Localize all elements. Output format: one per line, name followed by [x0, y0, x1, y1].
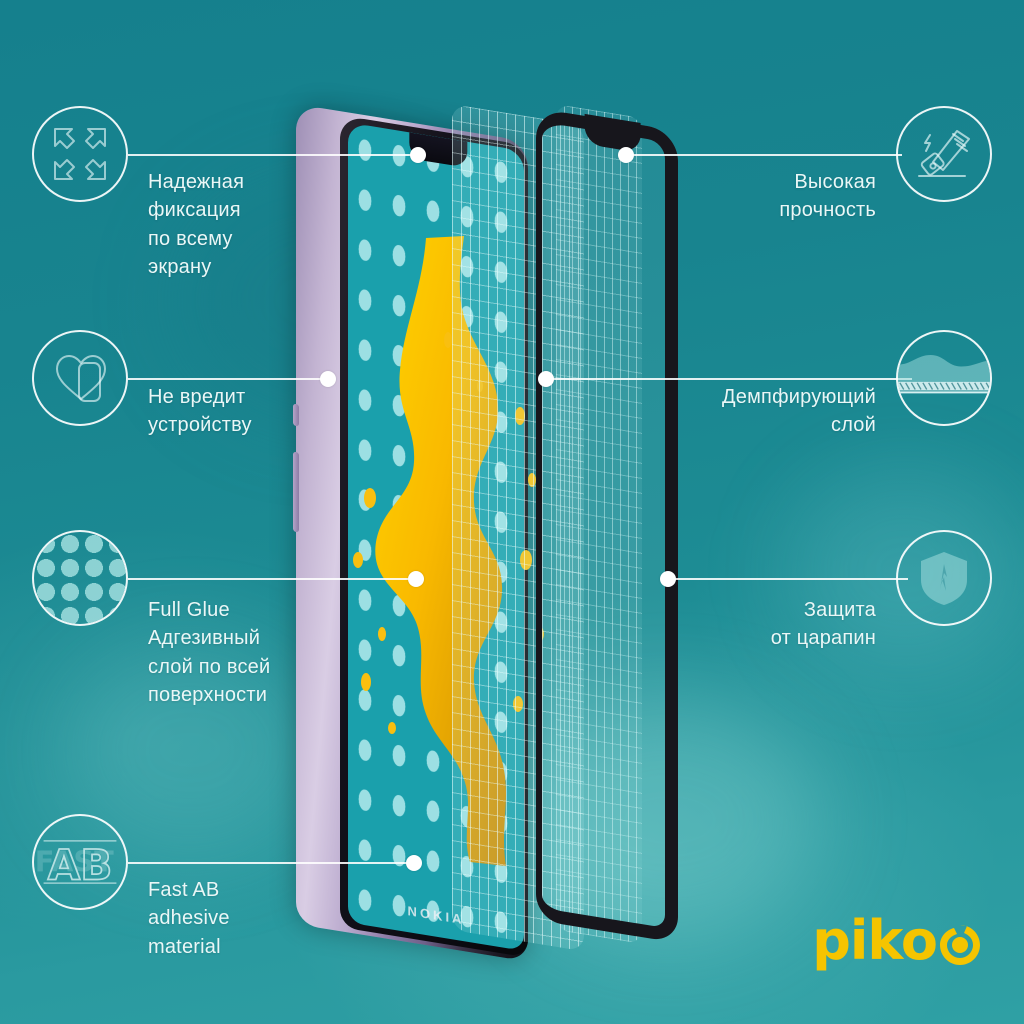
brand-logo: piko	[812, 914, 982, 968]
feature-line: Высокая	[794, 171, 876, 193]
hammer-impact-icon	[918, 130, 970, 177]
feature-line: Защита	[803, 599, 876, 621]
fast-watermark: FAST	[35, 845, 114, 879]
feature-line: Не вредит	[148, 386, 246, 408]
feature-line: adhesive	[148, 907, 230, 930]
feature-line: Демпфирующий	[722, 386, 876, 408]
svg-text:AB: AB	[48, 840, 113, 889]
ab-letters-icon: AB FAST	[35, 839, 117, 890]
feature-badge-full-screen-fixation[interactable]	[32, 106, 128, 202]
feature-line: Full Glue	[148, 599, 230, 621]
feature-text-fast-ab: Fast AB adhesive material	[148, 876, 230, 961]
shield-icon	[921, 552, 967, 605]
feature-line: Надежная	[148, 171, 245, 193]
feature-line: слой по всей	[148, 655, 271, 678]
four-corner-arrows-icon	[54, 128, 106, 180]
connector-dot	[408, 571, 424, 587]
feature-text-damping-layer: Демпфирующий слой	[722, 383, 876, 440]
feature-badge-fast-ab[interactable]: AB FAST	[32, 814, 128, 910]
connector-line	[128, 154, 420, 156]
connector-dot	[320, 371, 336, 387]
feature-line: material	[148, 935, 221, 958]
glue-dots-icon	[34, 532, 126, 624]
feature-line: Fast AB	[148, 879, 220, 901]
cushion-layer-icon	[898, 355, 990, 394]
feature-line: поверхности	[148, 684, 268, 707]
feature-text-high-strength: Высокая прочность	[779, 168, 876, 225]
connector-line	[128, 378, 330, 380]
connector-dot	[618, 147, 634, 163]
feature-text-full-glue: Full Glue Адгезивный слой по всей поверх…	[148, 596, 270, 710]
connector-line	[546, 378, 912, 380]
feature-badge-full-glue[interactable]	[32, 530, 128, 626]
feature-line: устройству	[148, 414, 252, 437]
connector-dot	[410, 147, 426, 163]
feature-line: фиксация	[148, 199, 241, 222]
connector-line	[626, 154, 902, 156]
feature-badge-device-safe[interactable]	[32, 330, 128, 426]
heart-phone-icon	[56, 355, 106, 402]
connector-dot	[660, 571, 676, 587]
connector-line	[668, 578, 908, 580]
feature-badge-high-strength[interactable]	[896, 106, 992, 202]
feature-text-device-safe: Не вредит устройству	[148, 383, 252, 440]
phone-volume-button	[293, 451, 299, 533]
tempered-glass-border	[536, 108, 678, 943]
feature-text-scratch-protection: Защита от царапин	[771, 596, 876, 653]
feature-line: от царапин	[770, 627, 876, 650]
brand-logo-text: piko	[812, 909, 938, 972]
tempered-glass-panel	[536, 108, 678, 943]
connector-dot	[406, 855, 422, 871]
feature-text-full-screen-fixation: Надежная фиксация по всему экрану	[148, 168, 244, 282]
feature-line: Адгезивный	[148, 627, 261, 650]
feature-line: по всему	[148, 227, 233, 250]
feature-line: прочность	[779, 199, 876, 222]
feature-line: слой	[831, 414, 876, 437]
piko-swirl-o-icon	[940, 925, 980, 965]
connector-dot	[538, 371, 554, 387]
feature-line: экрану	[148, 256, 212, 279]
feature-badge-damping-layer[interactable]	[896, 330, 992, 426]
phone-power-button	[293, 403, 299, 427]
connector-line	[128, 578, 418, 580]
feature-badge-scratch-protection[interactable]	[896, 530, 992, 626]
connector-line	[128, 862, 416, 864]
